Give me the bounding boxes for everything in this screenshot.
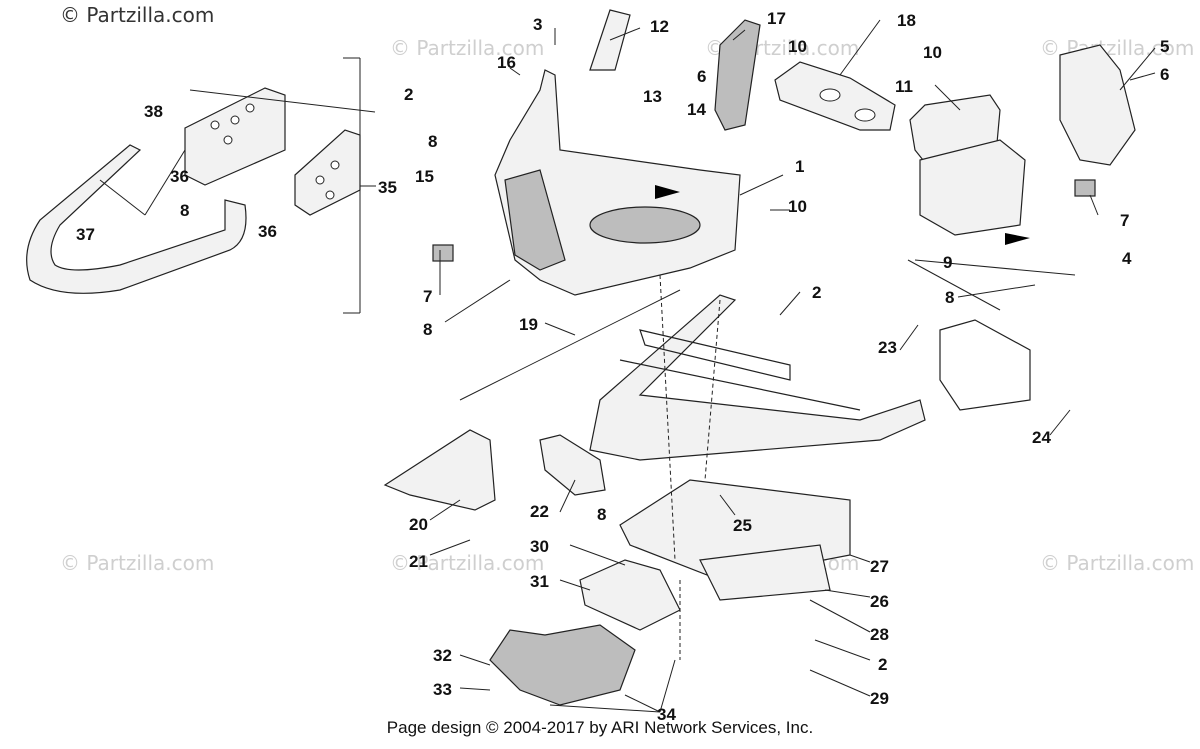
callout-14: 14 [687, 100, 706, 119]
skid-plate-lower [579, 559, 681, 631]
callout-27: 27 [870, 557, 889, 576]
callout-15: 15 [415, 167, 434, 186]
callout-31: 31 [530, 572, 549, 591]
frame-spindle-right [539, 434, 606, 496]
callout-8: 8 [428, 132, 437, 151]
callout-18: 18 [897, 11, 916, 30]
bumper-block [432, 244, 454, 262]
chassis-section [939, 319, 1031, 411]
callout-35: 35 [378, 178, 397, 197]
callout-1: 1 [795, 157, 804, 176]
callout-6: 6 [1160, 65, 1169, 84]
callout-36: 36 [170, 167, 189, 186]
airbox-group [432, 44, 1136, 411]
callout-2: 2 [812, 283, 821, 302]
main-frame [589, 294, 926, 461]
frame-group [383, 274, 926, 706]
callout-25: 25 [733, 516, 752, 535]
callout-4: 4 [1122, 249, 1132, 268]
bumper-bracket-right [294, 129, 361, 216]
callout-labels: 1 2 2 2 3 4 5 6 6 7 7 8 8 8 8 8 9 10 10 … [76, 9, 1169, 724]
callout-2: 2 [878, 655, 887, 674]
callout-30: 30 [530, 537, 549, 556]
footer-copyright: Page design © 2004-2017 by ARI Network S… [386, 718, 814, 737]
callout-24: 24 [1032, 428, 1051, 447]
callout-22: 22 [530, 502, 549, 521]
watermark: © Partzilla.com [60, 3, 214, 27]
watermark: © Partzilla.com [60, 551, 214, 575]
callout-12: 12 [650, 17, 669, 36]
callout-8: 8 [180, 201, 189, 220]
callout-7: 7 [1120, 211, 1129, 230]
callout-37: 37 [76, 225, 95, 244]
air-silencer-cover [919, 139, 1026, 236]
callout-11: 11 [895, 77, 913, 96]
callout-16: 16 [497, 53, 516, 72]
steering-post-bracket [1059, 44, 1136, 166]
watermark: © Partzilla.com [390, 36, 544, 60]
callout-34: 34 [657, 705, 676, 724]
watermark: © Partzilla.com [390, 551, 544, 575]
callout-36: 36 [258, 222, 277, 241]
lower-shield [489, 624, 636, 706]
callout-5: 5 [1160, 37, 1169, 56]
callout-28: 28 [870, 625, 889, 644]
bumper-block [1074, 179, 1096, 197]
callout-10: 10 [923, 43, 942, 62]
front-bumper [26, 144, 247, 294]
bulkhead-group [494, 9, 896, 296]
callout-10: 10 [788, 197, 807, 216]
mounting-plate [714, 19, 761, 131]
callout-23: 23 [878, 338, 897, 357]
bulkhead-oval [589, 206, 701, 244]
callout-33: 33 [433, 680, 452, 699]
callout-21: 21 [409, 552, 428, 571]
callout-29: 29 [870, 689, 889, 708]
watermark: © Partzilla.com [1040, 551, 1194, 575]
callout-8: 8 [423, 320, 432, 339]
callout-32: 32 [433, 646, 452, 665]
callout-17: 17 [767, 9, 786, 28]
callout-13: 13 [643, 87, 662, 106]
callout-3: 3 [533, 15, 542, 34]
callout-38: 38 [144, 102, 163, 121]
callout-6: 6 [697, 67, 706, 86]
frame-spindle-left [383, 429, 496, 511]
bulkhead-opening [504, 169, 566, 271]
bumper-group [26, 57, 376, 314]
callout-7: 7 [423, 287, 432, 306]
belly-pan [699, 544, 831, 601]
callout-9: 9 [943, 253, 952, 272]
callout-20: 20 [409, 515, 428, 534]
callout-8: 8 [597, 505, 606, 524]
arrow-icon [655, 185, 680, 199]
callout-19: 19 [519, 315, 538, 334]
callout-2: 2 [404, 85, 413, 104]
leader-lines [429, 19, 1156, 713]
callout-10: 10 [788, 37, 807, 56]
callout-26: 26 [870, 592, 889, 611]
callout-8: 8 [945, 288, 954, 307]
bumper-bracket-left [184, 87, 286, 186]
arrow-icon [1005, 233, 1030, 245]
